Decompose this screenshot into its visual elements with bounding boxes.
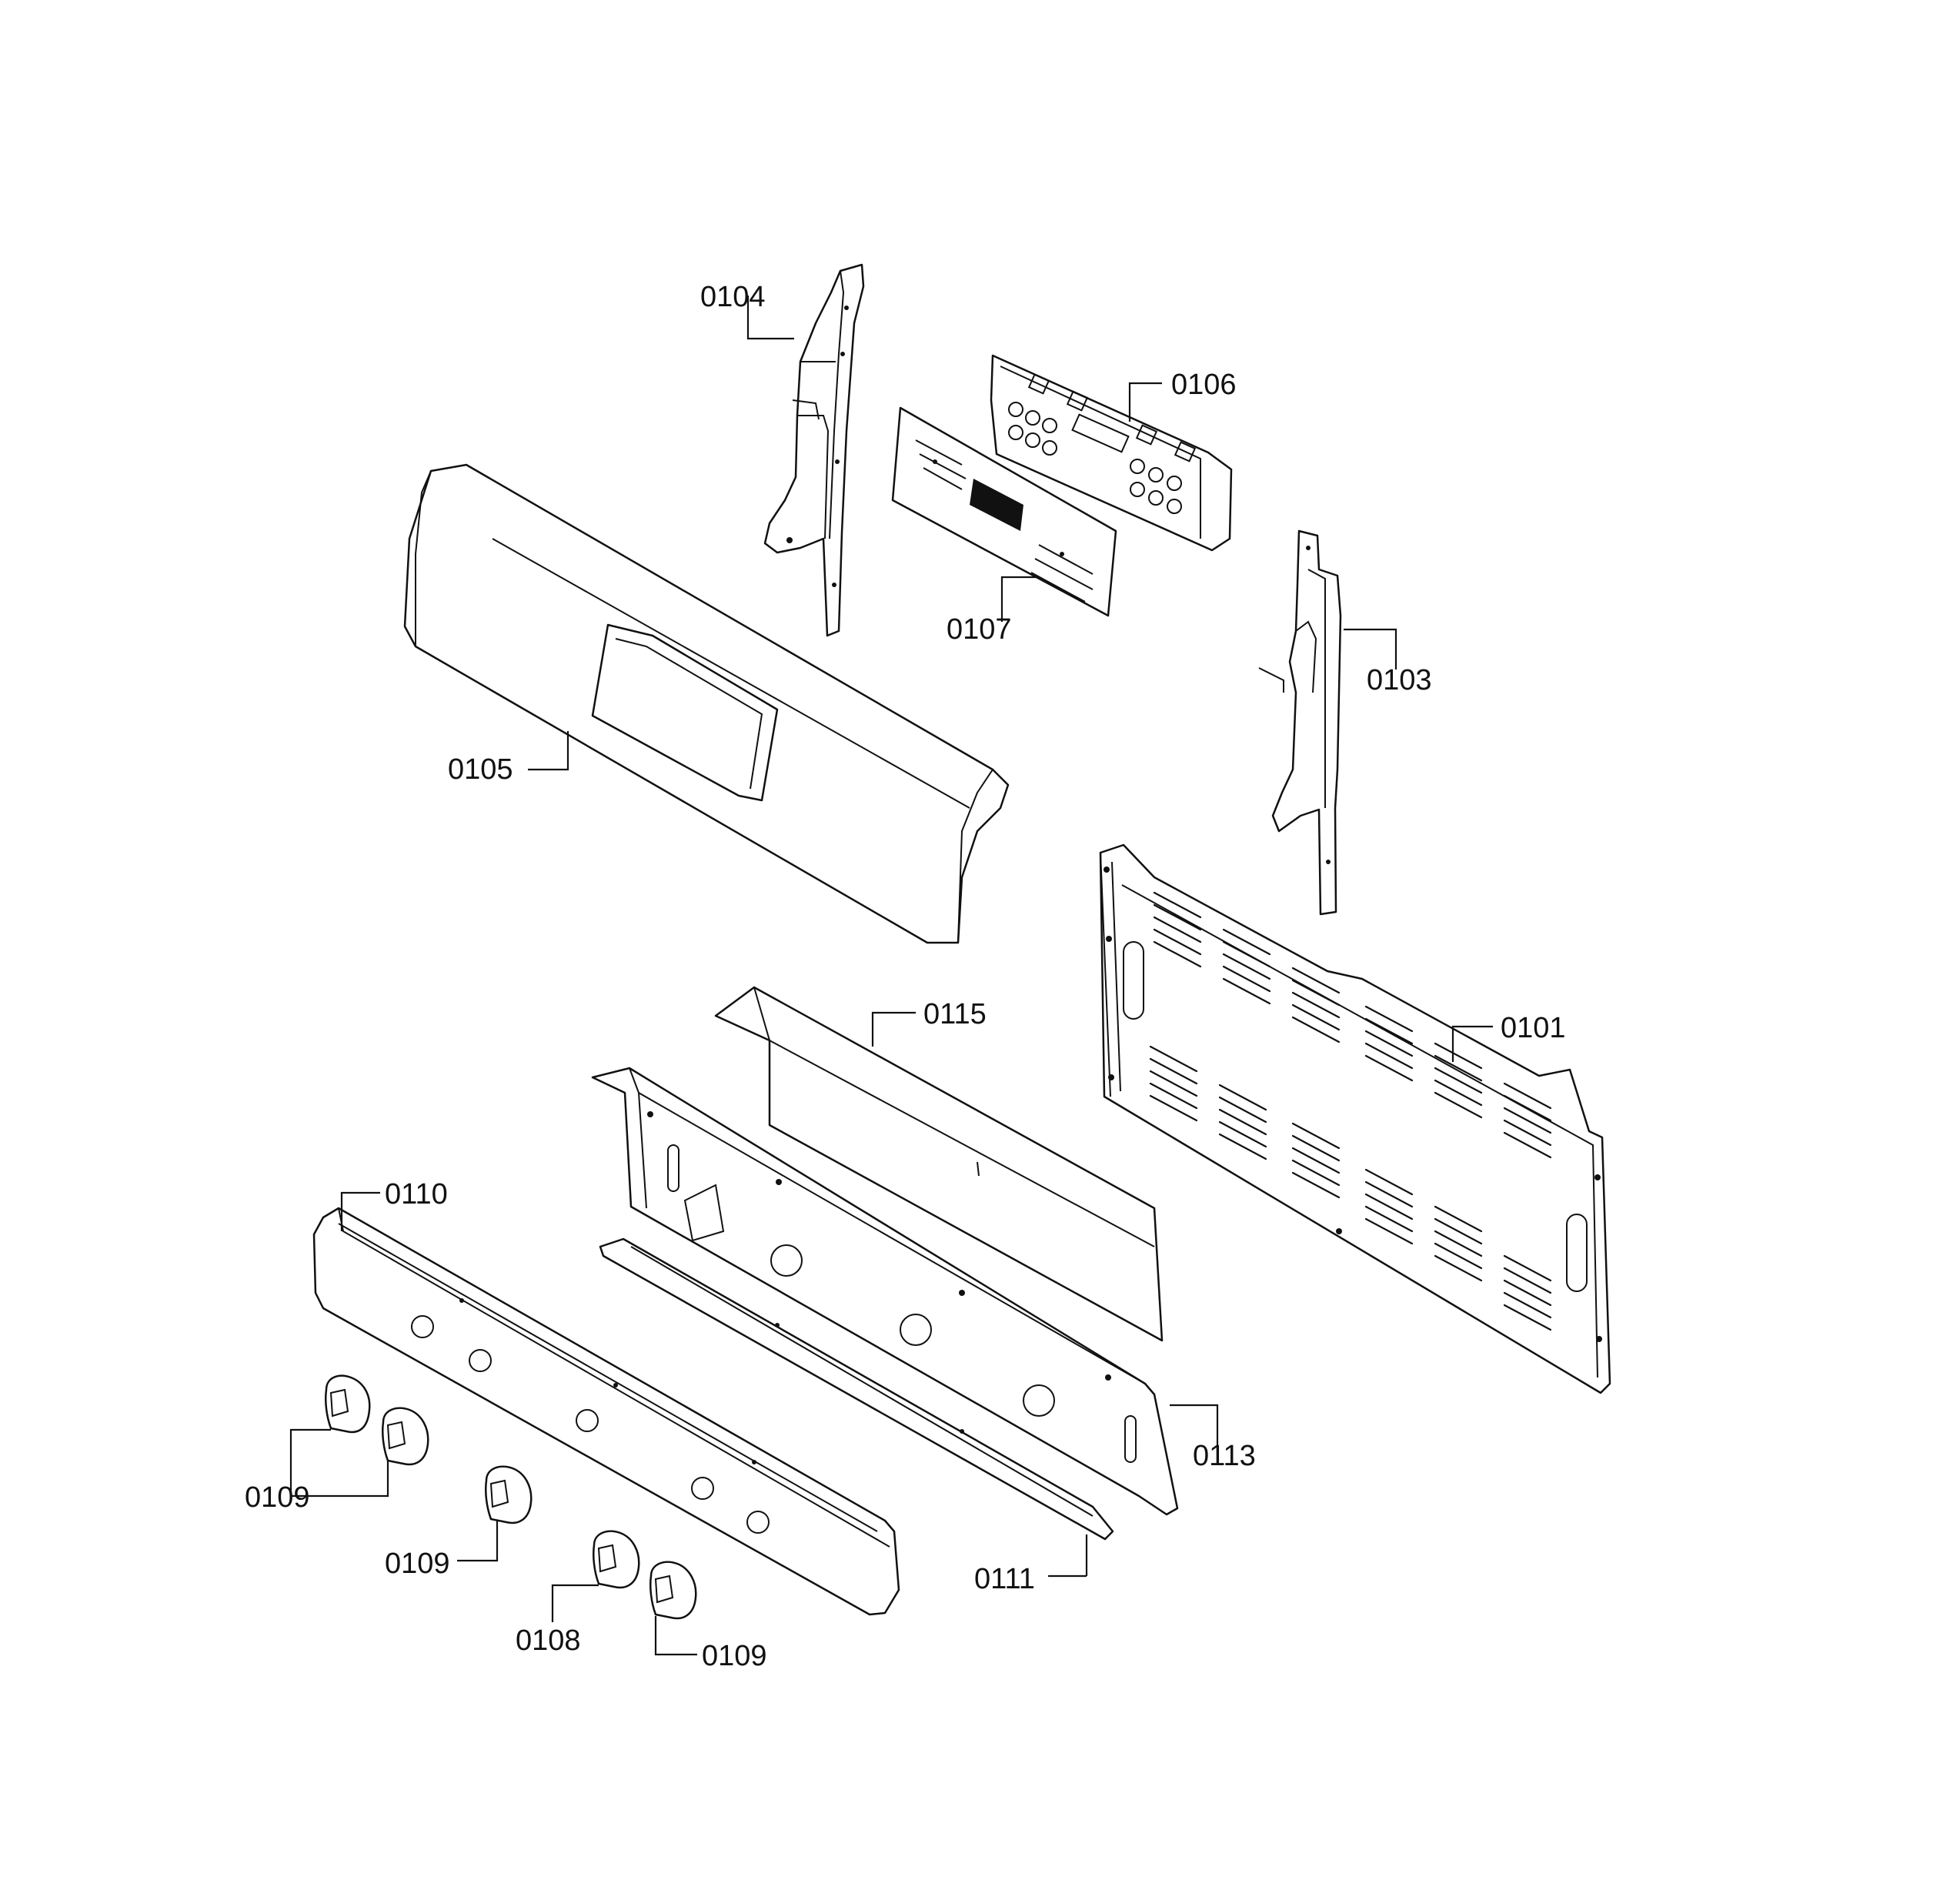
callout-0107: 0107 bbox=[947, 613, 1012, 646]
callout-0109-b: 0109 bbox=[385, 1548, 450, 1580]
callout-0104: 0104 bbox=[700, 281, 766, 313]
trim-strip-0111[interactable] bbox=[599, 1237, 1114, 1541]
leader-lines bbox=[289, 296, 1493, 1656]
control-panel-0105[interactable] bbox=[403, 463, 1010, 944]
front-control-panel-0110[interactable] bbox=[312, 1207, 900, 1616]
control-board-0106[interactable] bbox=[990, 354, 1233, 552]
callout-0110: 0110 bbox=[385, 1178, 448, 1210]
callout-0105: 0105 bbox=[448, 753, 513, 786]
rear-panel-0101[interactable] bbox=[1099, 843, 1611, 1394]
side-bracket-left-0104[interactable] bbox=[763, 263, 865, 637]
callout-0108: 0108 bbox=[516, 1625, 581, 1657]
control-knob-5[interactable] bbox=[649, 1561, 697, 1620]
callout-0103: 0103 bbox=[1367, 664, 1432, 696]
heat-shield-0115[interactable] bbox=[714, 986, 1164, 1342]
control-knob-3[interactable] bbox=[485, 1465, 533, 1524]
callout-0101: 0101 bbox=[1501, 1012, 1566, 1044]
callout-0115: 0115 bbox=[923, 998, 987, 1030]
callout-0113: 0113 bbox=[1193, 1440, 1256, 1472]
control-frame-0113[interactable] bbox=[591, 1067, 1179, 1516]
control-knob-2[interactable] bbox=[382, 1407, 429, 1466]
callout-0109-c: 0109 bbox=[702, 1640, 767, 1672]
control-knob-4[interactable] bbox=[593, 1530, 640, 1589]
callout-0111: 0111 bbox=[974, 1563, 1035, 1595]
callout-0106: 0106 bbox=[1171, 369, 1237, 401]
callout-0109-a: 0109 bbox=[245, 1481, 310, 1514]
keypad-overlay-0107[interactable] bbox=[891, 406, 1117, 617]
control-knob-1[interactable] bbox=[325, 1374, 371, 1434]
callout-labels: 0104 0106 0107 0103 0105 0115 0101 0110 … bbox=[245, 281, 1566, 1672]
side-bracket-right-0103[interactable] bbox=[1258, 529, 1342, 916]
